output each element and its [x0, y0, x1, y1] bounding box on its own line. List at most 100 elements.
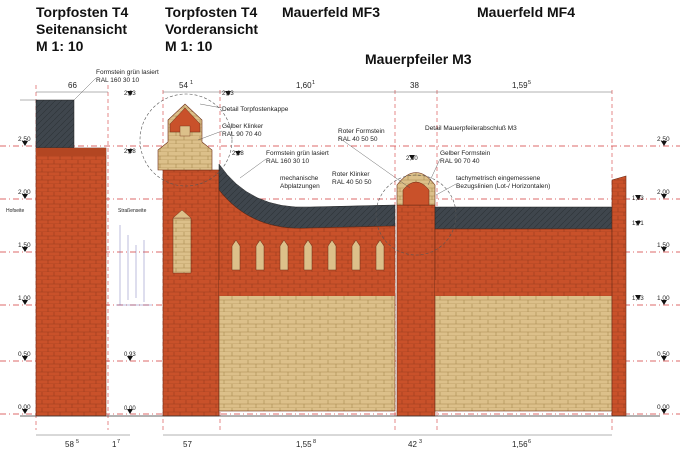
level-marker-triangle — [661, 356, 667, 361]
dim-42-sup: 3 — [419, 439, 422, 445]
front-view-post — [157, 103, 220, 417]
level-283-front: 2,83 — [222, 91, 234, 97]
title-front-line3: M 1: 10 — [165, 38, 213, 54]
dim-160: 1,60 — [296, 81, 312, 90]
annot-mech-2: Abplatzungen — [280, 183, 320, 190]
crenel-window — [375, 239, 385, 271]
level-marker-triangle — [127, 409, 133, 414]
dim-38: 38 — [410, 81, 419, 90]
level-labels-inner: 2,83 2,28 2,83 2,28 2,30 0,00 0,93 1,93 … — [124, 91, 644, 412]
level-marker-triangle — [225, 91, 231, 96]
annot-ral-160-1: RAL 160 30 10 — [96, 77, 140, 84]
dim-57: 57 — [183, 440, 192, 449]
leader-lines — [73, 77, 457, 196]
dim-1-sup: 7 — [117, 439, 120, 445]
level-marker-triangle — [635, 195, 641, 200]
level-left-000: 0,00 — [18, 404, 31, 411]
level-right-150: 1,50 — [657, 242, 670, 249]
level-right-250: 2,50 — [657, 136, 670, 143]
level-marker-triangle — [22, 300, 28, 305]
annot-detail-pfeiler: Detail Mauerpfeilerabschluß M3 — [425, 125, 517, 132]
level-left-150: 1,50 — [18, 242, 31, 249]
level-093-side: 0,93 — [124, 352, 136, 358]
annot-ral-405-2: RAL 40 50 50 — [332, 179, 372, 186]
annot-ral-907-2: RAL 90 70 40 — [440, 158, 480, 165]
level-marker-triangle — [661, 247, 667, 252]
level-right-000: 0,00 — [657, 404, 670, 411]
title-front-line2: Vorderansicht — [165, 21, 259, 37]
level-labels-left: 2,50 2,00 1,50 1,00 0,50 0,00 — [18, 136, 31, 411]
annotations: Formstein grün lasiert RAL 160 30 10 Det… — [6, 69, 550, 214]
level-193: 1,93 — [632, 196, 644, 202]
crenel-window — [327, 239, 337, 271]
level-markers — [22, 91, 667, 414]
dim-1: 1 — [112, 440, 117, 449]
wall-field-mf3 — [218, 163, 396, 412]
title-front-line1: Torpfosten T4 — [165, 4, 258, 20]
level-228-side: 2,28 — [124, 149, 136, 155]
dim-159-sup: 5 — [528, 80, 531, 86]
annot-tachy-1: tachymetrisch eingemessene — [456, 175, 541, 182]
dim-58-sup: 5 — [76, 439, 79, 445]
level-marker-triangle — [127, 149, 133, 154]
level-marker-triangle — [661, 300, 667, 305]
annot-gelber-formstein: Gelber Formstein — [440, 150, 491, 157]
level-000-side: 0,00 — [124, 406, 136, 412]
annot-gelber-klinker-1: Gelber Klinker — [222, 123, 264, 130]
measure-sketch — [116, 225, 152, 306]
level-marker-triangle — [661, 409, 667, 414]
level-103: 1,03 — [632, 296, 644, 302]
title-side-line2: Seitenansicht — [36, 21, 128, 37]
annot-detail-kappe: Detail Torpfostenkappe — [222, 106, 289, 113]
annot-formstein-gruen-2: Formstein grün lasiert — [266, 150, 329, 157]
annot-mech-1: mechanische — [280, 175, 319, 182]
dim-155-sup: 8 — [313, 439, 316, 445]
level-left-200: 2,00 — [18, 189, 31, 196]
dim-159: 1,59 — [512, 81, 528, 90]
dim-156-sup: 6 — [528, 439, 531, 445]
crenel-window — [255, 239, 265, 271]
title-side-line3: M 1: 10 — [36, 38, 84, 54]
level-labels-right: 2,50 2,00 1,50 1,00 0,50 0,00 — [657, 136, 670, 411]
annot-strassenseite: Straßenseite — [118, 208, 147, 214]
pier-m3 — [396, 172, 436, 417]
level-left-250: 2,50 — [18, 136, 31, 143]
crenel-window — [231, 239, 241, 271]
dimension-lines-top — [20, 91, 612, 101]
level-marker-triangle — [22, 356, 28, 361]
level-marker-triangle — [409, 155, 415, 160]
level-marker-triangle — [635, 221, 641, 226]
annot-ral-907-1: RAL 90 70 40 — [222, 131, 262, 138]
title-mf3: Mauerfeld MF3 — [282, 4, 381, 20]
level-left-050: 0,50 — [18, 351, 31, 358]
dim-54: 54 — [179, 81, 188, 90]
annot-ral-405-1: RAL 40 50 50 — [338, 136, 378, 143]
level-right-050: 0,50 — [657, 351, 670, 358]
level-228-front: 2,28 — [232, 151, 244, 157]
dim-54-sup: 1 — [190, 80, 193, 86]
level-marker-triangle — [635, 295, 641, 300]
dim-160-sup: 1 — [312, 80, 315, 86]
title-m3: Mauerpfeiler M3 — [365, 51, 472, 67]
detail-circles — [139, 93, 457, 256]
level-283-side: 2,83 — [124, 91, 136, 97]
crenel-window — [279, 239, 289, 271]
annot-formstein-gruen-1: Formstein grün lasiert — [96, 69, 159, 76]
level-marker-triangle — [22, 194, 28, 199]
crenel-window — [351, 239, 361, 271]
level-171: 1,71 — [632, 221, 644, 227]
dim-155: 1,55 — [296, 440, 312, 449]
level-marker-triangle — [22, 409, 28, 414]
level-marker-triangle — [127, 91, 133, 96]
level-marker-triangle — [22, 141, 28, 146]
title-side-line1: Torpfosten T4 — [36, 4, 129, 20]
side-view-post — [35, 99, 107, 417]
dim-66: 66 — [68, 81, 77, 90]
title-mf4: Mauerfeld MF4 — [477, 4, 576, 20]
level-marker-triangle — [22, 247, 28, 252]
level-marker-triangle — [661, 141, 667, 146]
annot-roter-klinker: Roter Klinker — [332, 171, 370, 178]
annot-ral-160-2: RAL 160 30 10 — [266, 158, 310, 165]
